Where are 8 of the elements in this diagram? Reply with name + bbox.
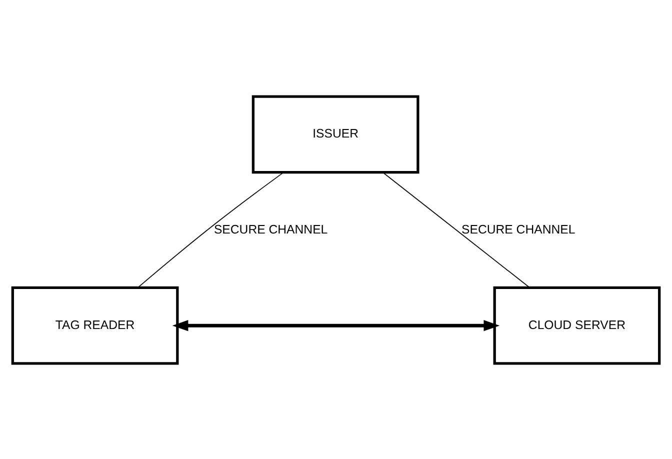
connector	[382, 172, 530, 288]
node-box: CLOUD SERVER	[493, 286, 661, 364]
node-box: TAG READER	[11, 286, 179, 364]
arrow	[172, 320, 500, 331]
edge-label: SECURE CHANNEL	[462, 222, 576, 236]
connector	[137, 171, 284, 288]
node-box: ISSUER	[252, 94, 420, 174]
edge-label: SECURE CHANNEL	[214, 222, 328, 236]
